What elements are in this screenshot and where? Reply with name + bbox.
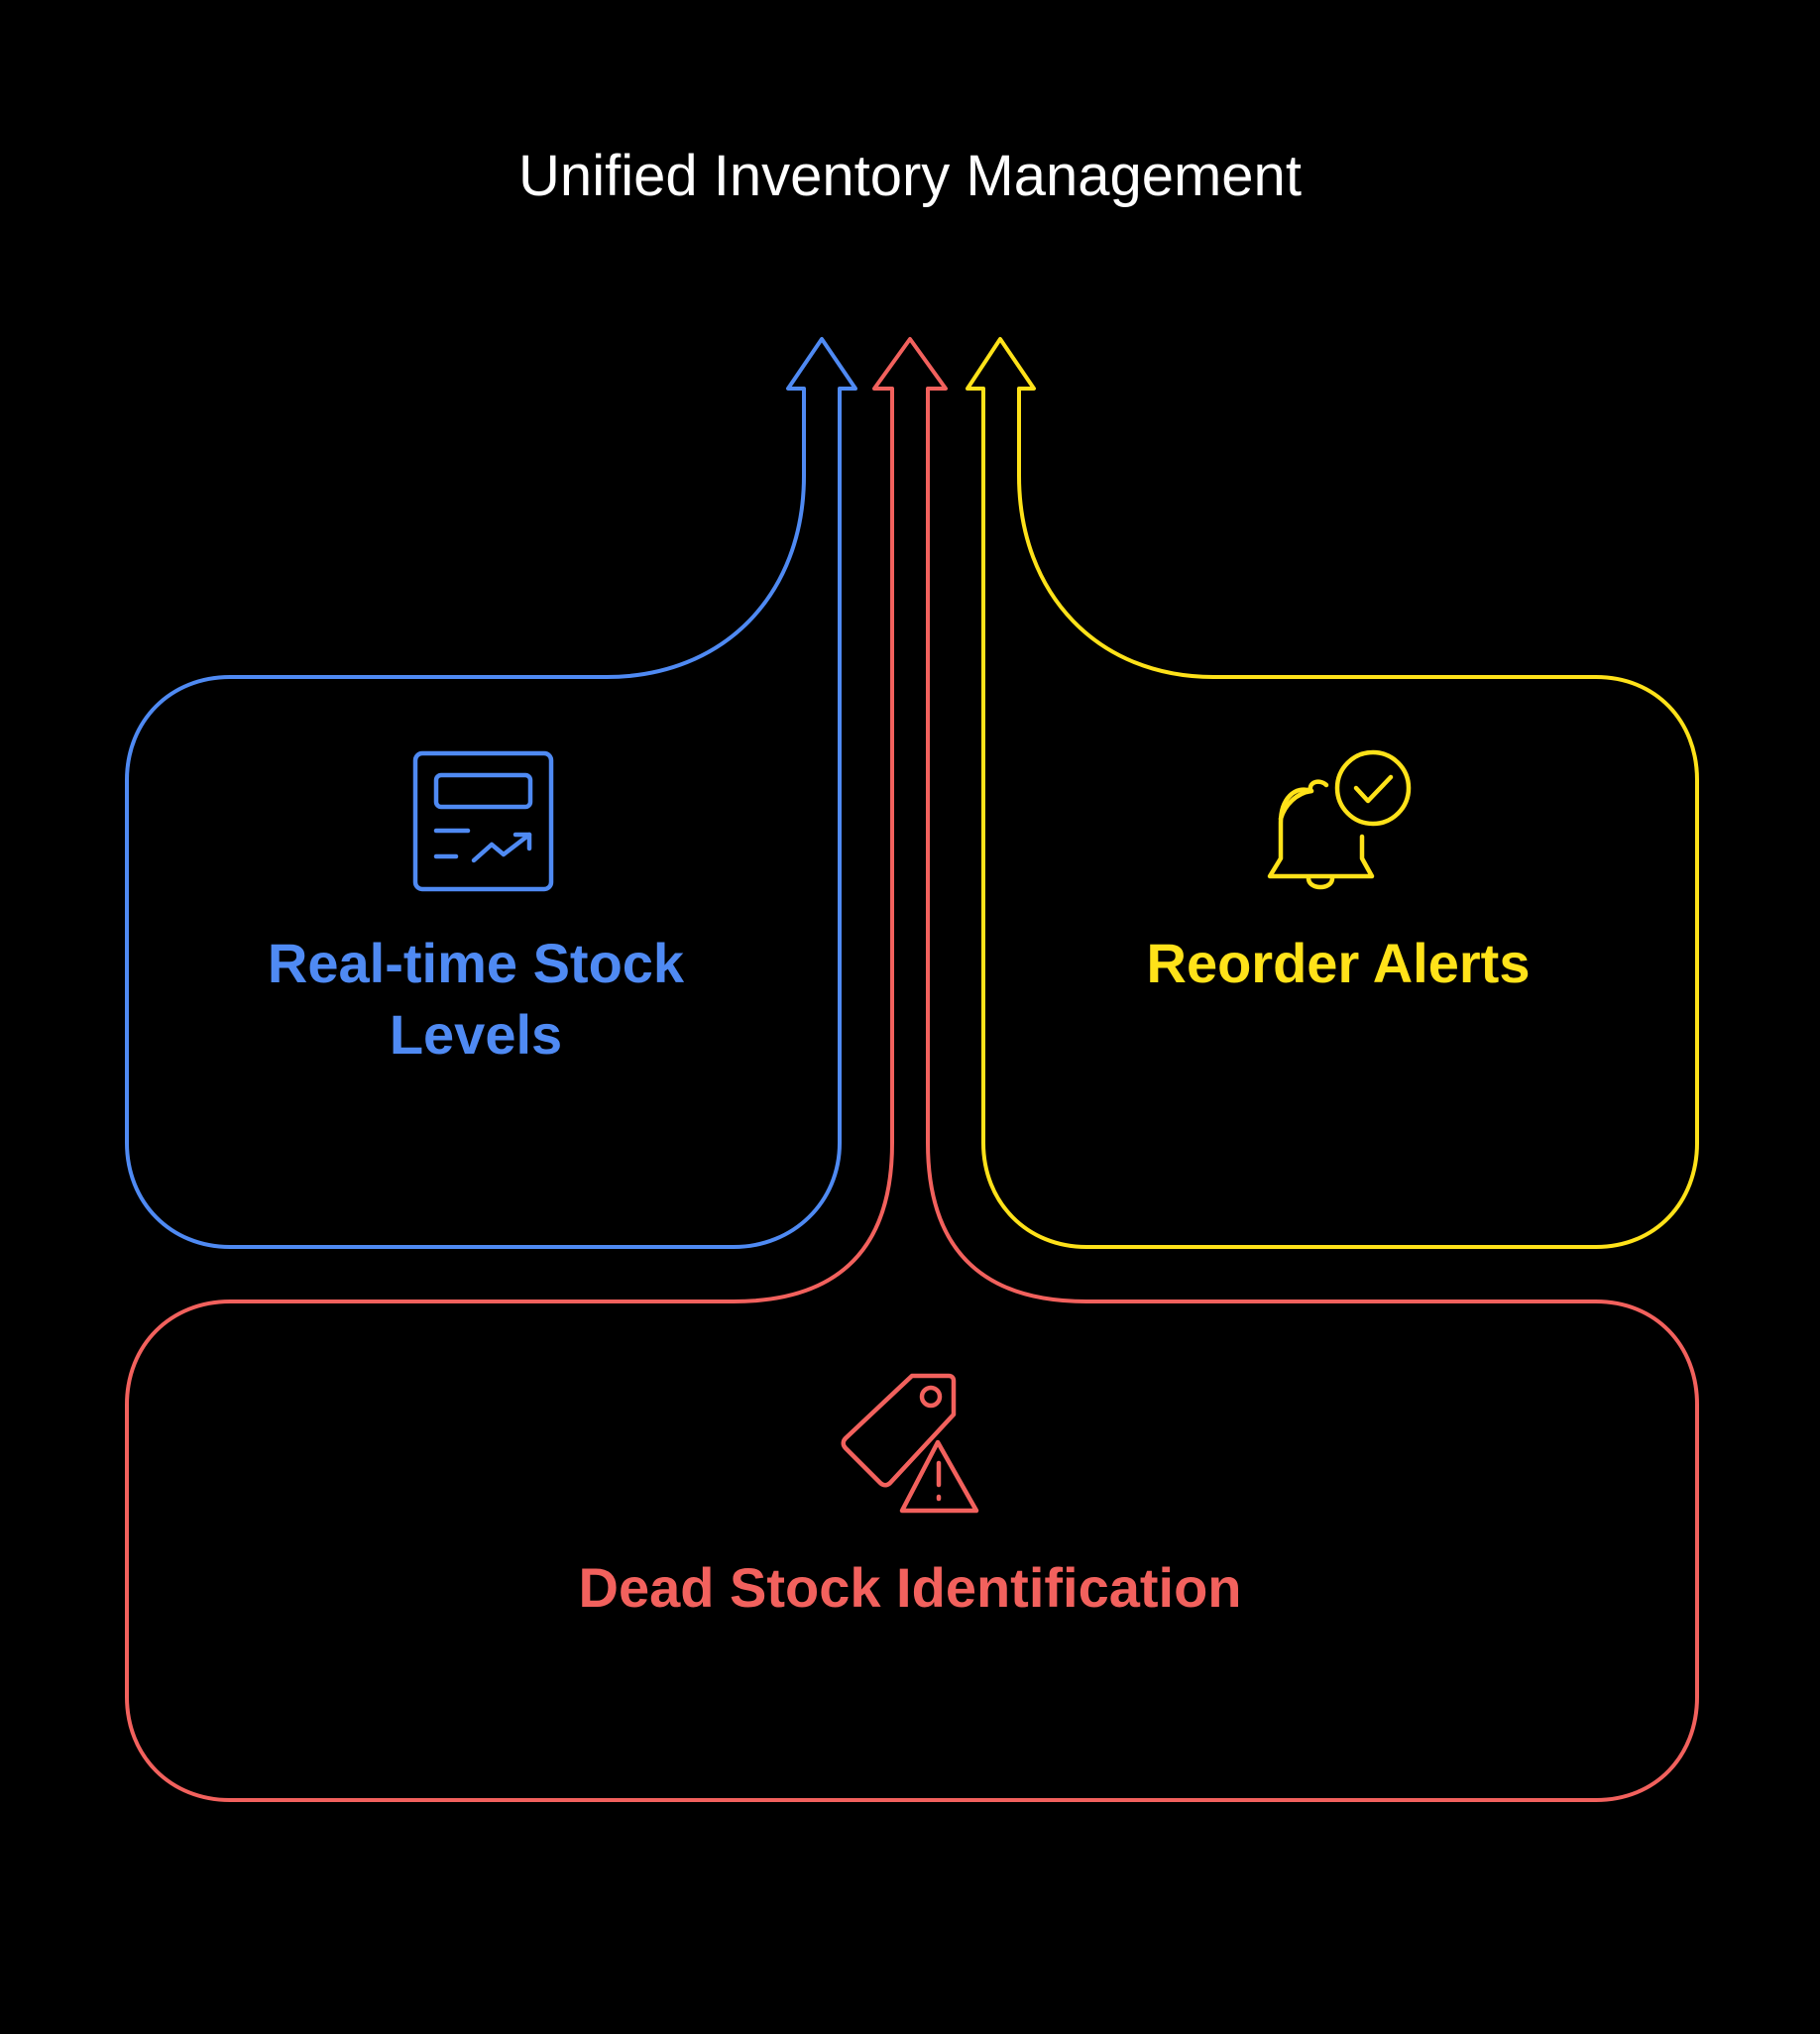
bell-check-icon [1267,749,1412,890]
realtime-stock-flow-arrow [125,337,857,1249]
dead-stock-flow-arrow [125,337,1699,1802]
realtime-stock-label: Real-time Stock Levels [267,932,685,1066]
reorder-alerts-flow-arrow [966,337,1699,1249]
dead-stock-label: Dead Stock Identification [578,1556,1242,1619]
reorder-alerts-label: Reorder Alerts [1146,932,1531,994]
stock-chart-icon [412,750,554,892]
tag-warning-icon [841,1373,979,1514]
diagram-title: Unified Inventory Management [518,144,1302,208]
